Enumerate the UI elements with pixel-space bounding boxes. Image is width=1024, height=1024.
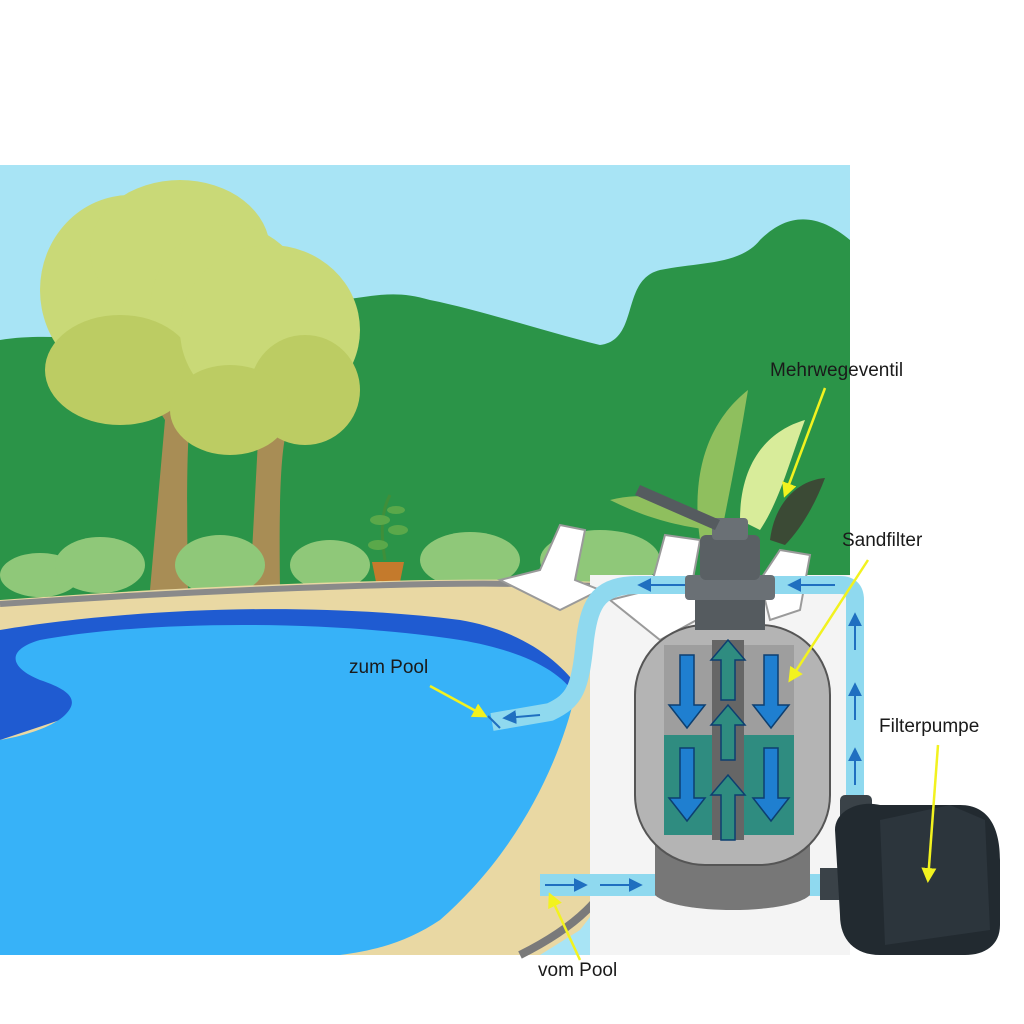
label-pointers [429,387,940,961]
filter-pump [820,795,1000,955]
multiport-valve [635,485,775,630]
sand-filter-tank [634,624,831,910]
label-to-pool: zum Pool [349,657,429,678]
pipe-return [487,576,695,731]
tropical-plants [610,390,825,545]
pool-water [0,625,575,955]
label-filter-pump: Filterpumpe [879,716,980,737]
deck-border [0,580,601,607]
label-from-pool: vom Pool [538,960,618,981]
label-multiport-valve: Mehrwegeventil [770,360,904,381]
label-sand-filter: Sandfilter [842,530,923,551]
bushes [0,530,660,597]
tree-right [170,245,360,590]
pipe-pump-to-valve [770,576,864,800]
